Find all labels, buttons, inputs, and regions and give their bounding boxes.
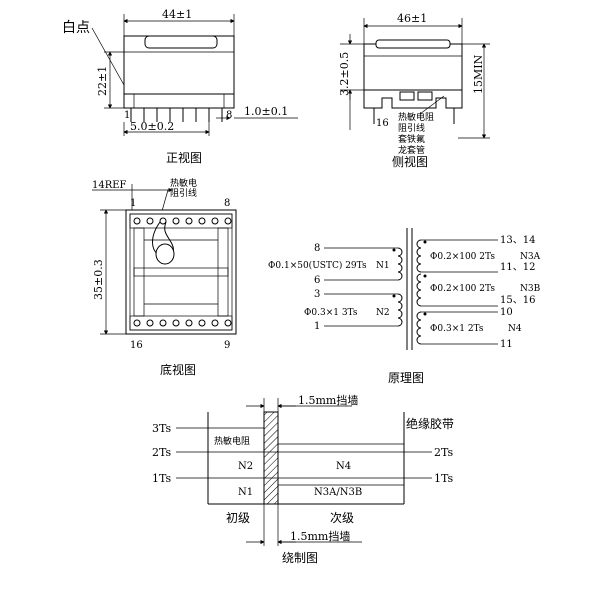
sch-pin-13-14: 13、14 (500, 235, 535, 246)
sch-n1-spec: Φ0.1×50(USTC) 29Ts (268, 260, 367, 271)
front-width-dim: 44±1 (162, 8, 192, 21)
bottom-height-dim: 35±0.3 (92, 259, 105, 300)
sch-n3a-name: N3A (520, 252, 541, 262)
schematic-caption: 原理图 (388, 371, 424, 385)
winding-left-1ts: 1Ts (152, 472, 172, 485)
bottom-pin-holes (133, 217, 232, 327)
side-pin-16: 16 (376, 118, 389, 129)
winding-right-2ts: 2Ts (434, 446, 454, 459)
winding-thermistor: 热敏电阻 (214, 435, 250, 447)
bottom-pin-1: 1 (130, 198, 136, 209)
side-note-1: 热敏电阻 (398, 111, 434, 123)
sch-pin-1: 1 (314, 321, 320, 332)
sch-n3a-spec: Φ0.2×100 2Ts (430, 252, 495, 262)
winding-tape-top: 1.5mm挡墙 (298, 393, 358, 407)
winding-left-3ts: 3Ts (152, 422, 172, 435)
sch-pin-11: 11 (500, 339, 513, 350)
front-view: 44±1 1 8 白点 22±1 5. (62, 8, 298, 165)
schematic: 8 6 Φ0.1×50(USTC) 29Ts N1 3 1 Φ0.3×1 3Ts… (268, 228, 541, 385)
side-total-dim: 15MIN (472, 54, 485, 94)
winding-left-2ts: 2Ts (152, 446, 172, 459)
white-dot-label: 白点 (62, 20, 90, 36)
winding-caption: 绕制图 (282, 551, 318, 565)
winding-tape-bottom: 1.5mm挡墙 (290, 529, 350, 543)
bottom-ref-dim: 14REF (92, 180, 127, 191)
front-view-caption: 正视图 (166, 150, 202, 165)
winding-n3: N3A/N3B (314, 487, 362, 498)
sch-pin-10: 10 (500, 307, 513, 318)
sch-n2-spec: Φ0.3×1 3Ts (304, 308, 358, 318)
side-height-dim: 3.2±0.5 (338, 52, 351, 96)
sch-pin-15-16: 15、16 (500, 295, 535, 306)
bottom-pin-9: 9 (224, 340, 230, 351)
sch-n3b-name: N3B (520, 284, 541, 294)
winding-secondary-label: 次级 (330, 511, 354, 525)
side-view-caption: 侧视图 (392, 154, 428, 169)
sch-n3b-spec: Φ0.2×100 2Ts (430, 284, 495, 294)
front-pins (130, 108, 223, 122)
side-view: 46±1 16 热敏电阻 阻引线 套铁氟 龙套管 3.2±0.5 15MIN 侧… (338, 12, 490, 169)
front-pin-8: 8 (226, 110, 232, 121)
sch-n2-name: N2 (376, 308, 390, 318)
sch-pin-6: 6 (314, 275, 320, 286)
side-note-3: 套铁氟 (398, 133, 425, 145)
bottom-pin-8: 8 (224, 198, 230, 209)
winding-n1: N1 (238, 487, 253, 498)
winding-primary-label: 初级 (226, 511, 250, 525)
winding-n2: N2 (238, 461, 253, 472)
sch-n4-spec: Φ0.3×1 2Ts (430, 324, 484, 334)
winding-right-1ts: 1Ts (434, 472, 454, 485)
bottom-note-1: 热敏电 (170, 177, 197, 189)
sch-pin-11-12a: 11、12 (500, 262, 535, 273)
front-pin-1: 1 (124, 110, 130, 121)
bottom-view-caption: 底视图 (160, 362, 196, 377)
sch-pin-8: 8 (314, 243, 320, 254)
sch-n4-name: N4 (508, 324, 522, 334)
winding-diagram: 1.5mm挡墙 热敏电阻 N2 N1 N4 N3A/N3B 3Ts 2Ts 1T… (152, 393, 454, 565)
sch-pin-3: 3 (314, 289, 320, 300)
side-note-2: 阻引线 (398, 122, 425, 134)
front-pitch-dim: 5.0±0.2 (130, 120, 174, 133)
bottom-view: 14REF 热敏电 阻引线 1 8 (92, 177, 237, 377)
front-pin-len-dim: 1.0±0.1 (244, 105, 288, 118)
front-height-dim: 22±1 (96, 66, 109, 96)
bottom-note-2: 阻引线 (170, 187, 197, 199)
side-note-4: 龙套管 (398, 144, 425, 156)
sch-n1-name: N1 (376, 261, 390, 271)
winding-insulation: 绝缘胶带 (406, 416, 454, 431)
bottom-pin-16: 16 (130, 340, 143, 351)
side-width-dim: 46±1 (397, 12, 427, 25)
winding-n4: N4 (336, 461, 351, 472)
